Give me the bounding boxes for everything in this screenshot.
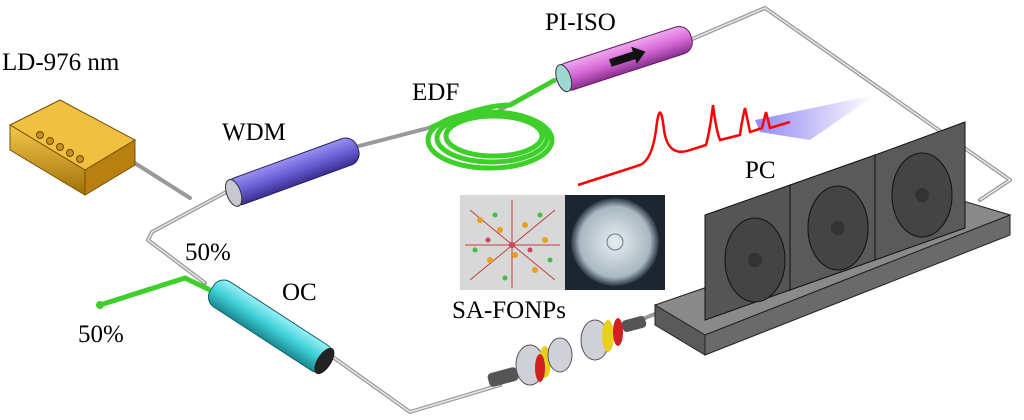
crystal-structure-image [460,195,565,290]
pc-label: PC [745,157,776,184]
microscope-image [565,195,665,290]
coupler-in-label: 50% [185,239,231,266]
output-fiber [99,275,212,308]
direction-arrow-icon [609,46,646,67]
output-coupler [207,279,335,375]
sa-label: SA-FONPs [452,297,566,324]
edf-label: EDF [412,79,459,106]
isolator-label: PI-ISO [545,9,616,36]
laser-diode [8,99,137,196]
pulse-train [577,95,875,187]
ld-label: LD-976 nm [2,49,120,76]
coupler-label: OC [282,279,317,306]
pc-paddle[interactable] [789,154,876,291]
pc-paddle[interactable] [704,184,791,321]
edf-coil [425,77,557,171]
polarization-controller [653,121,1012,356]
isolator [555,26,693,93]
wdm-label: WDM [222,119,286,146]
coupler-out-label: 50% [78,321,124,348]
pc-paddle[interactable] [874,121,966,261]
wdm-coupler [225,137,360,207]
fiber-connectors [487,315,647,387]
